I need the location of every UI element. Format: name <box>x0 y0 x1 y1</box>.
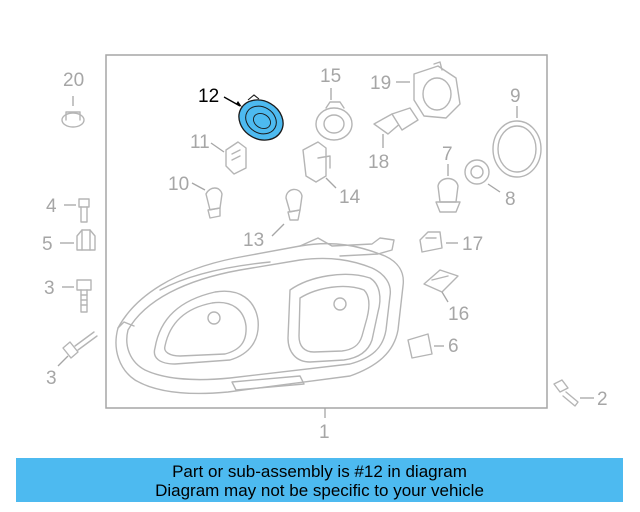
callout-16: 16 <box>448 304 469 325</box>
part-9-ring <box>492 106 542 178</box>
callout-3-upper: 3 <box>44 278 55 299</box>
callout-1: 1 <box>319 422 330 443</box>
callout-13: 13 <box>243 230 264 251</box>
part-3-bolt-lower <box>57 331 98 367</box>
banner-line-1: Part or sub-assembly is #12 in diagram <box>172 462 467 481</box>
callout-17: 17 <box>462 234 483 255</box>
part-15-cover <box>315 88 353 141</box>
callout-7: 7 <box>442 144 453 165</box>
part-3-bolt-upper <box>62 279 92 313</box>
callout-19: 19 <box>370 73 391 94</box>
part-19-reflector <box>396 61 461 119</box>
part-4-screw <box>64 198 90 223</box>
callout-4: 4 <box>46 196 57 217</box>
part-6-clip <box>407 333 444 359</box>
part-2-bolt <box>553 379 594 407</box>
callout-8: 8 <box>505 189 516 210</box>
info-banner: Part or sub-assembly is #12 in diagram D… <box>16 458 623 502</box>
callout-20: 20 <box>63 70 84 91</box>
part-7-bulb <box>435 164 461 213</box>
part-5-nut <box>60 229 96 251</box>
part-13-bulb <box>271 188 303 237</box>
part-10-bulb <box>191 182 223 219</box>
callout-3-lower: 3 <box>46 368 57 389</box>
part-11-socket <box>210 141 247 175</box>
part-14-bracket <box>302 141 337 189</box>
callout-12: 12 <box>198 86 219 107</box>
banner-line-2: Diagram may not be specific to your vehi… <box>155 481 484 500</box>
callout-11: 11 <box>190 132 210 153</box>
callout-2: 2 <box>597 389 608 410</box>
part-20-cap <box>61 96 85 128</box>
part-12-cap-highlighted <box>223 94 284 141</box>
callout-14: 14 <box>339 187 361 208</box>
part-16-bulb <box>423 269 459 303</box>
assembly-frame <box>105 54 548 409</box>
callout-15: 15 <box>320 66 341 87</box>
callout-5: 5 <box>42 234 53 255</box>
callout-18: 18 <box>368 152 389 173</box>
part-18-bulb <box>373 107 419 148</box>
callout-9: 9 <box>510 86 521 107</box>
part-17-holder <box>419 231 458 253</box>
part-8-socket <box>464 159 501 193</box>
callout-10: 10 <box>168 174 189 195</box>
callout-6: 6 <box>448 336 459 357</box>
headlamp-housing <box>115 237 405 395</box>
